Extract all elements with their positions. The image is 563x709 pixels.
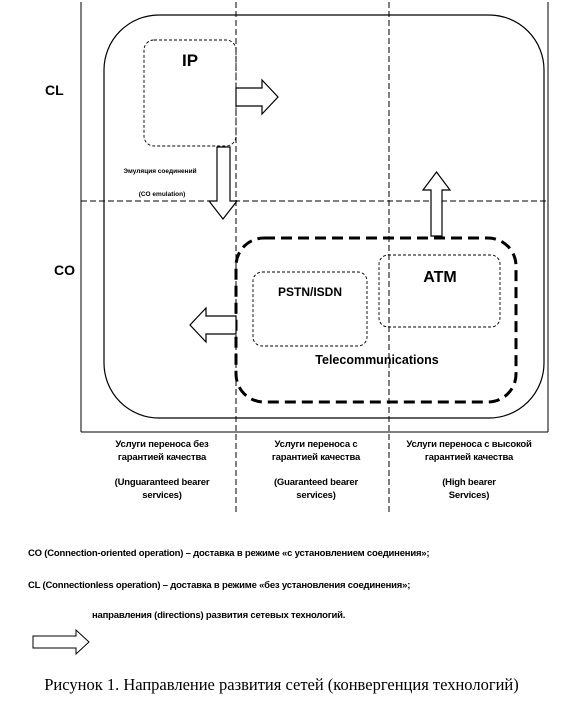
pstn-box (252, 271, 368, 347)
column-ru-text: Услуги переноса с высокой гарантией каче… (406, 439, 532, 463)
arrow-down-icon (207, 146, 239, 220)
axis-label-cl: CL (45, 82, 64, 98)
outer-rounded-box (103, 14, 545, 419)
column-label-unguaranteed: Услуги переноса без гарантией качества (… (92, 438, 232, 502)
telecom-label: Telecommunications (315, 353, 438, 367)
arrow-left-icon (189, 306, 237, 344)
legend-co: CO (Connection-oriented operation) – дос… (28, 548, 430, 559)
ip-label: IP (182, 51, 198, 70)
column-ru-text: Услуги переноса с гарантией качества (271, 439, 361, 463)
arrow-up-icon (421, 171, 452, 237)
arrow-right-icon (235, 78, 279, 116)
figure-caption: Рисунок 1. Направление развития сетей (к… (44, 675, 519, 694)
axis-label-co: CO (54, 262, 75, 278)
column-en-text: (Unguaranteed bearer services) (114, 477, 210, 501)
legend-arrow-text: направления (directions) развития сетевы… (92, 610, 346, 621)
atm-box (378, 254, 501, 328)
pstn-label: PSTN/ISDN (278, 285, 342, 299)
column-en-text: (Guaranteed bearer services) (273, 477, 359, 501)
legend-arrow-icon (32, 628, 90, 656)
atm-label: ATM (423, 269, 456, 286)
column-ru-text: Услуги переноса без гарантией качества (115, 439, 209, 463)
column-label-high: Услуги переноса с высокой гарантией каче… (390, 438, 548, 502)
legend-cl: CL (Connectionless operation) – доставка… (28, 580, 411, 591)
emulation-label-ru: Эмуляция соединений (123, 167, 196, 175)
telecom-box (234, 236, 518, 404)
emulation-label-en: (CO emulation) (139, 191, 186, 198)
column-en-text: (High bearer Services) (442, 477, 496, 501)
column-label-guaranteed: Услуги переноса с гарантией качества (Gu… (246, 438, 386, 502)
